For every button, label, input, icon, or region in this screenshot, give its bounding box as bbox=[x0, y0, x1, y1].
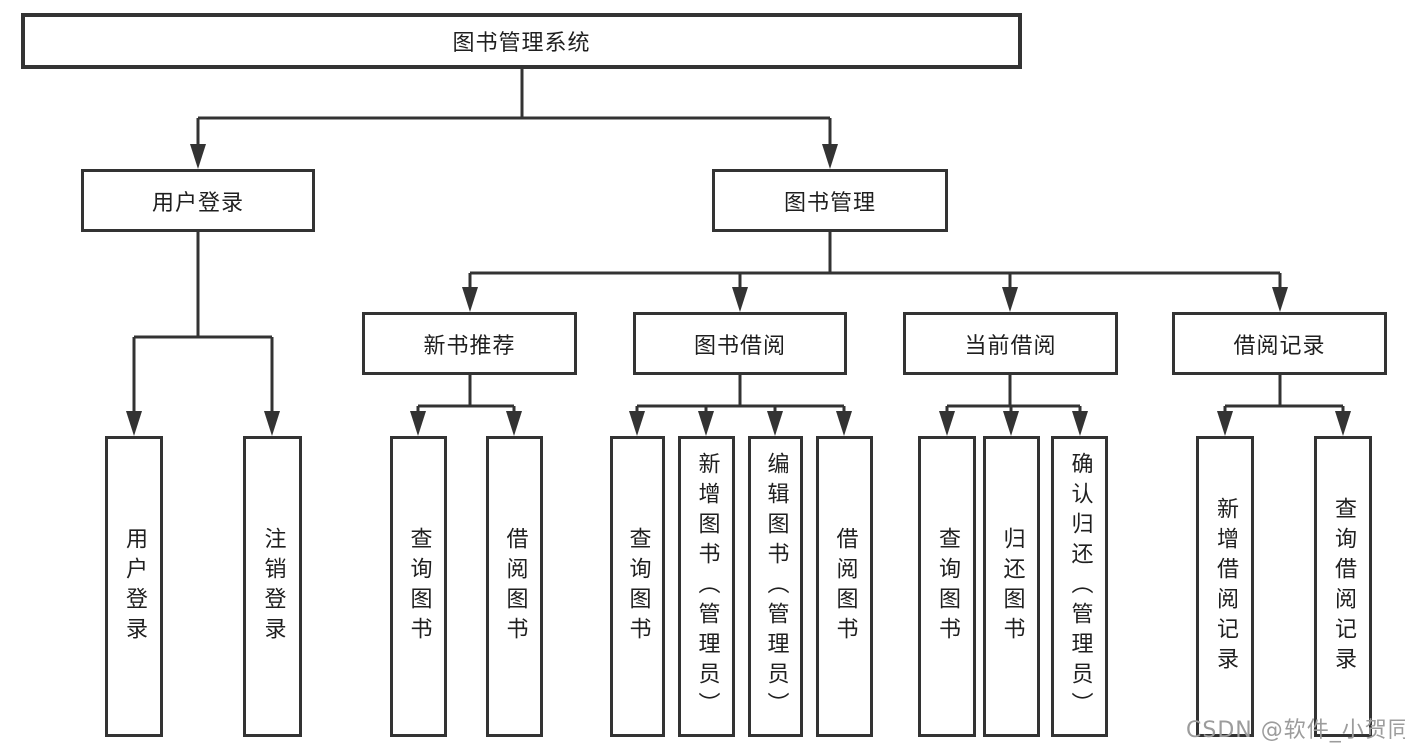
leaf-bb-edit-books-admin: 编辑图书（管理员） bbox=[748, 436, 803, 737]
node-label: 查询图书 bbox=[406, 526, 432, 647]
leaf-cb-query-books: 查询图书 bbox=[918, 436, 976, 737]
node-borrow-records: 借阅记录 bbox=[1172, 312, 1387, 375]
leaf-user-login: 用户登录 bbox=[105, 436, 163, 737]
node-label: 借阅图书 bbox=[502, 526, 528, 647]
node-label: 查询借阅记录 bbox=[1331, 496, 1356, 677]
node-label: 查询图书 bbox=[935, 526, 960, 647]
leaf-logout: 注销登录 bbox=[243, 436, 302, 737]
leaf-br-query-record: 查询借阅记录 bbox=[1314, 436, 1372, 737]
node-label: 新书推荐 bbox=[423, 333, 516, 359]
leaf-bb-query-books: 查询图书 bbox=[610, 436, 665, 737]
node-label: 图书管理 bbox=[783, 190, 876, 216]
node-book-management: 图书管理 bbox=[712, 169, 948, 232]
leaf-bb-add-books-admin: 新增图书（管理员） bbox=[678, 436, 735, 737]
node-label: 图书借阅 bbox=[693, 333, 786, 359]
node-label: 新增借阅记录 bbox=[1213, 496, 1238, 677]
node-label: 用户登录 bbox=[122, 526, 147, 647]
node-label: 当前借阅 bbox=[964, 333, 1057, 359]
node-label: 用户登录 bbox=[151, 190, 244, 216]
node-label: 新增图书（管理员） bbox=[694, 451, 720, 722]
node-label: 归还图书 bbox=[999, 526, 1025, 647]
node-label: 确认归还（管理员） bbox=[1067, 451, 1093, 722]
leaf-cb-return-books: 归还图书 bbox=[983, 436, 1040, 737]
node-new-book-recommend: 新书推荐 bbox=[362, 312, 577, 375]
watermark: CSDN @软件_小贺同学 bbox=[1186, 718, 1405, 743]
node-book-borrow: 图书借阅 bbox=[633, 312, 847, 375]
node-label: 借阅记录 bbox=[1233, 333, 1326, 359]
leaf-bb-borrow-books: 借阅图书 bbox=[816, 436, 873, 737]
node-label: 借阅图书 bbox=[832, 526, 858, 647]
node-label: 图书管理系统 bbox=[452, 31, 591, 56]
leaf-cb-confirm-return-admin: 确认归还（管理员） bbox=[1051, 436, 1108, 737]
node-current-borrow: 当前借阅 bbox=[903, 312, 1118, 375]
leaf-nb-borrow-books: 借阅图书 bbox=[486, 436, 543, 737]
node-label: 编辑图书（管理员） bbox=[763, 451, 789, 722]
leaf-br-add-record: 新增借阅记录 bbox=[1196, 436, 1254, 737]
node-root: 图书管理系统 bbox=[21, 13, 1022, 69]
node-label: 查询图书 bbox=[625, 526, 651, 647]
leaf-nb-query-books: 查询图书 bbox=[390, 436, 447, 737]
node-label: 注销登录 bbox=[260, 526, 286, 647]
node-user-login: 用户登录 bbox=[81, 169, 315, 232]
